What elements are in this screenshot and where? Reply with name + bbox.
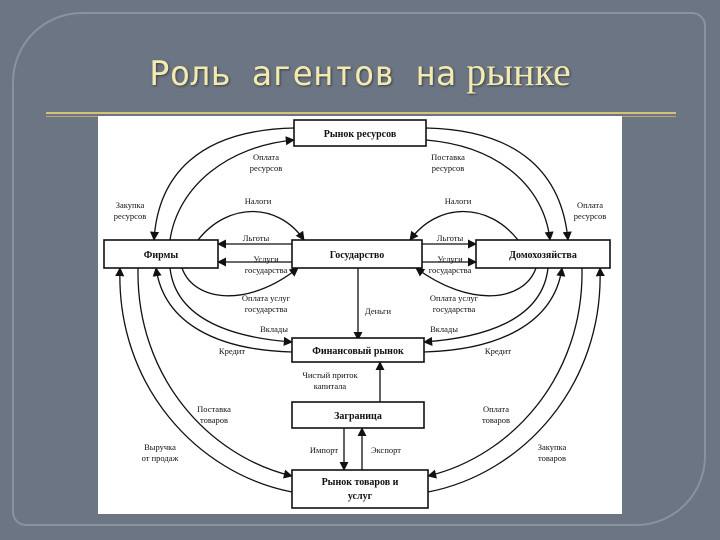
arrow-supply-goods	[137, 267, 293, 479]
svg-text:Заграница: Заграница	[334, 411, 382, 422]
label-pay-services-left: Оплата услуг	[242, 293, 291, 303]
label-credit-left: Кредит	[219, 346, 245, 356]
label-buy-resources-2: ресурсов	[114, 211, 146, 221]
slide-frame	[12, 12, 706, 526]
label-pay-resources-right-2: ресурсов	[574, 211, 606, 221]
label-pay-services-right: Оплата услуг	[430, 293, 479, 303]
label-export: Экспорт	[371, 445, 401, 455]
arrow-deposits-left	[169, 267, 293, 346]
svg-text:услуг: услуг	[348, 491, 373, 502]
svg-text:Домохозяйства: Домохозяйства	[509, 250, 577, 261]
arrow-tax-left	[197, 211, 305, 241]
node-households: Домохозяйства	[475, 239, 611, 269]
arrow-tax-right	[409, 211, 519, 241]
svg-text:Государство: Государство	[330, 250, 384, 261]
label-pay-resources-left-2: ресурсов	[250, 163, 282, 173]
arrow-pay-resources-right	[425, 127, 572, 241]
arrow-pay-goods	[427, 267, 583, 479]
svg-text:Рынок товаров и: Рынок товаров и	[322, 477, 399, 488]
arrow-revenue	[115, 267, 293, 493]
label-buy-resources: Закупка	[116, 200, 145, 210]
label-supply-resources: Поставка	[431, 152, 465, 162]
arrow-pay-resources-left	[169, 136, 295, 241]
label-buy-goods-2: товаров	[538, 453, 566, 463]
label-supply-resources-2: ресурсов	[432, 163, 464, 173]
svg-text:Рынок ресурсов: Рынок ресурсов	[324, 129, 397, 140]
label-benefit-left: Льготы	[243, 233, 270, 243]
label-revenue: Выручка	[144, 442, 176, 452]
label-deposits-left: Вклады	[260, 324, 288, 334]
arrow-credit-right	[423, 267, 566, 353]
label-deposits-right: Вклады	[430, 324, 458, 334]
label-pay-services-right-2: государства	[433, 304, 476, 314]
arrow-buy-goods	[427, 267, 605, 493]
flow-arrows	[115, 127, 605, 493]
node-resource-market: Рынок ресурсов	[293, 119, 427, 147]
label-services-left-2: государства	[245, 265, 288, 275]
svg-text:Фирмы: Фирмы	[144, 250, 179, 261]
node-abroad: Заграница	[291, 401, 425, 429]
flow-labels: Оплата ресурсов Поставка ресурсов Закупк…	[114, 152, 606, 463]
arrow-pay-services-right	[415, 267, 537, 297]
label-supply-goods: Поставка	[197, 404, 231, 414]
svg-text:Финансовый рынок: Финансовый рынок	[312, 346, 404, 357]
arrow-buy-resources	[149, 127, 295, 241]
label-pay-services-left-2: государства	[245, 304, 288, 314]
title-divider	[46, 112, 676, 114]
label-money: Деньги	[365, 306, 392, 316]
node-financial-market: Финансовый рынок	[291, 337, 425, 363]
slide-title-tail: рынке	[466, 49, 571, 94]
label-tax-right: Налоги	[445, 196, 472, 206]
label-import: Импорт	[310, 445, 338, 455]
arrow-deposits-right	[423, 267, 549, 346]
label-revenue-2: от продаж	[142, 453, 179, 463]
label-pay-resources-left: Оплата	[253, 152, 279, 162]
arrow-credit-left	[152, 267, 293, 353]
node-state: Государство	[291, 239, 423, 269]
label-credit-right: Кредит	[485, 346, 511, 356]
node-goods-market: Рынок товаров и услуг	[291, 469, 429, 509]
arrow-supply-resources	[425, 139, 554, 241]
economy-flow-diagram: Рынок ресурсов Фирмы Государство Домохоз…	[103, 119, 611, 509]
label-services-left: Услуги	[253, 254, 279, 264]
label-tax-left: Налоги	[245, 196, 272, 206]
arrow-pay-services-left	[181, 267, 299, 297]
label-pay-goods-2: товаров	[482, 415, 510, 425]
label-services-right-2: государства	[429, 265, 472, 275]
slide-title: Роль агентов на рынке	[0, 52, 720, 92]
node-firms: Фирмы	[103, 239, 219, 269]
label-services-right: Услуги	[437, 254, 463, 264]
label-benefit-right: Льготы	[437, 233, 464, 243]
label-net-inflow-2: капитала	[314, 381, 347, 391]
label-buy-goods: Закупка	[538, 442, 567, 452]
diagram-panel: Рынок ресурсов Фирмы Государство Домохоз…	[98, 116, 622, 514]
label-net-inflow: Чистый приток	[302, 370, 358, 380]
label-pay-resources-right: Оплата	[577, 200, 603, 210]
label-pay-goods: Оплата	[483, 404, 509, 414]
label-supply-goods-2: товаров	[200, 415, 228, 425]
slide-title-main: Роль агентов на	[149, 54, 457, 94]
